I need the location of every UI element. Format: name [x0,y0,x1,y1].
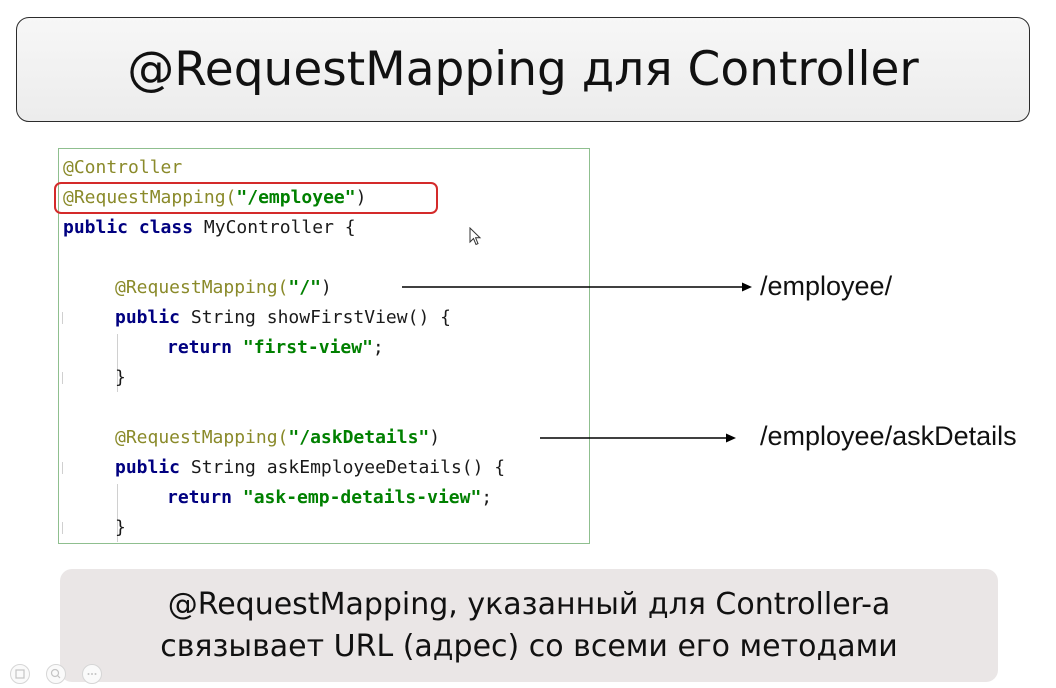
indent-guide [62,522,63,534]
annotation-request-mapping: @RequestMapping( [63,187,237,208]
keyword-return: return [167,337,233,358]
annotation-request-mapping: @RequestMapping( [115,427,289,448]
mapping-value-ask-details: "/askDetails" [288,427,430,448]
arrow-to-first-url [402,282,752,292]
annotation-controller: @Controller [63,157,183,178]
mapping-close-paren: ) [429,427,441,448]
mouse-cursor-icon [469,227,482,246]
url-label-second: /employee/askDetails [760,421,1017,451]
code-line-method1-signature: public String showFirstView() { [115,307,451,329]
closing-brace: } [115,517,126,538]
indent-guide [62,312,63,324]
code-line-controller-annotation: @Controller [63,157,182,179]
code-line-method1-close: } [115,367,126,389]
zoom-icon[interactable] [46,664,66,684]
keyword-public: public [115,307,181,328]
keyword-class: class [138,217,194,238]
code-line-class-declaration: public class MyController { [63,217,356,239]
caption-line-1: @RequestMapping, указанный для Controlle… [167,586,891,622]
class-name: MyController { [193,217,356,238]
slide-title: @RequestMapping для Controller [127,42,919,97]
mapping-close-paren: ) [355,187,367,208]
return-value: "first-view" [242,337,373,358]
keyword-public: public [115,457,181,478]
indent-guide [117,484,118,542]
return-value: "ask-emp-details-view" [242,487,482,508]
keyword-public: public [63,217,129,238]
url-label-first: /employee/ [760,271,893,301]
closing-brace: } [115,367,126,388]
code-line-method2-return: return "ask-emp-details-view"; [167,487,492,509]
code-line-method1-mapping: @RequestMapping("/") [115,277,332,299]
keyword-return: return [167,487,233,508]
caption-box: @RequestMapping, указанный для Controlle… [60,569,998,682]
semicolon: ; [372,337,384,358]
code-snippet [58,148,590,544]
method-signature: String askEmployeeDetails() { [180,457,506,478]
indent-guide [62,462,63,474]
slide-title-box: @RequestMapping для Controller [16,17,1030,122]
more-options-icon[interactable] [82,664,102,684]
indent-guide [117,334,118,392]
method-signature: String showFirstView() { [180,307,451,328]
mapping-value-root: "/" [288,277,321,298]
caption-line-2: связывает URL (адрес) со всеми его метод… [160,628,898,664]
arrow-to-second-url [540,433,736,443]
code-line-method1-return: return "first-view"; [167,337,384,359]
indent-guide [62,372,63,384]
slide-view-icon[interactable] [10,664,30,684]
class-mapping-highlight [54,182,438,214]
mapping-value-employee: "/employee" [236,187,356,208]
code-line-method2-mapping: @RequestMapping("/askDetails") [115,427,440,449]
code-line-method2-close: } [115,517,126,539]
code-line-class-mapping: @RequestMapping("/employee") [63,187,366,209]
code-line-method2-signature: public String askEmployeeDetails() { [115,457,505,479]
mapping-close-paren: ) [320,277,332,298]
semicolon: ; [481,487,493,508]
annotation-request-mapping: @RequestMapping( [115,277,289,298]
